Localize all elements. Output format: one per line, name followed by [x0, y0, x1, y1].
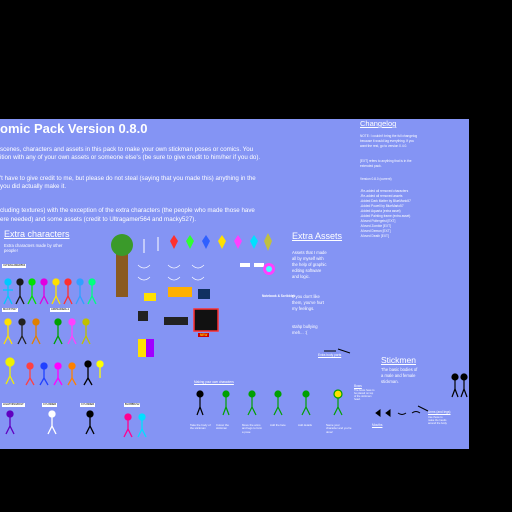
char-label-cylinder: CYLINDER	[80, 403, 96, 407]
changelog-note-3: want the rest, go to version 0.4.0.	[360, 144, 408, 148]
changelog-item: -Moved Demon [EXT]	[360, 229, 391, 233]
extra-assets-body-3: the help of graphic	[292, 262, 327, 267]
notebook-label: Notebook & Scribbles	[262, 294, 296, 298]
changelog-item: -Added Dark Matter by BlueMario57	[360, 199, 411, 203]
intro-line-2: ition with any of your own assets or som…	[0, 154, 261, 161]
credit-line-1: 't have to give credit to me, but please…	[0, 175, 256, 182]
step-1: Take the body of the stickman	[190, 423, 211, 431]
pirate-icon	[324, 348, 351, 354]
bows-and-mouths	[375, 405, 429, 417]
step-5: Add details	[298, 423, 312, 427]
making-characters-label: Making your own characters	[194, 380, 234, 384]
arms-note-2: make the hands	[428, 419, 447, 422]
changelog-note-1: NOTE: I couldn't bring the full changelo…	[360, 134, 418, 138]
extra-assets-heading: Extra Assets	[292, 231, 343, 241]
joke-line-1: stahp bullying	[292, 324, 318, 329]
changelog-item: -Re-added all removed assets	[360, 194, 403, 198]
changelog-item: -Added Painting frame (extra asset)	[360, 214, 411, 218]
changelog-item: -Added Aquaria (extra asset)	[360, 209, 401, 213]
changelog-item: -Moved Death [EXT]	[360, 234, 389, 238]
step-2: Colour the stickman	[216, 423, 229, 431]
pirate-line-3: my feelings.	[292, 306, 315, 311]
intro-line-1: scenes, characters and assets in this pa…	[0, 146, 254, 153]
extra-characters-subtitle: Extra characters made by other people!	[4, 243, 63, 254]
extra-characters-figures	[3, 278, 104, 435]
char-label-lightningbolt: LIGHTNINGBOLT	[2, 403, 25, 407]
changelog-ext-1: [EXT] refers to anything that is in the	[360, 159, 412, 163]
changelog-ext-2: extended pack.	[360, 164, 382, 168]
arms-note-1: Use these to	[428, 416, 443, 419]
changelog-item: -Added Powell by BlueMario57	[360, 204, 404, 208]
extra-assets-body-5: and logic.	[292, 274, 310, 279]
extras-note-2: be placed on top	[354, 392, 374, 395]
changelog-note-2: because it would lag everything. If you	[360, 139, 415, 143]
stickmen-body-3: stickman.	[381, 379, 399, 384]
stickmen-body-1: The basic bodies of	[381, 367, 418, 372]
page-title: omic Pack Version 0.8.0	[0, 121, 148, 136]
extra-body-parts-link[interactable]: Extra body parts	[318, 353, 342, 357]
pirate-line-2: them, you've hurt	[292, 300, 324, 305]
extra-assets-body-1: Assets that I made	[292, 250, 327, 255]
stickmen-body-2: a male and female	[381, 373, 416, 378]
character-steps-figures	[196, 389, 343, 416]
step-4: Add the face	[270, 423, 286, 427]
extra-characters-heading: Extra characters	[4, 229, 70, 239]
arms-note-3: around the body.	[428, 422, 448, 425]
arms-label: Arms (and legs)	[428, 410, 451, 414]
changelog-item: -Re-added all removed characters	[360, 189, 409, 193]
changelog-item: -Moved Poltergeist [EXT]	[360, 219, 396, 223]
base-stickmen	[451, 373, 468, 398]
blobbius-figures	[123, 413, 147, 438]
char-label-ultragamer: ULTRAGAMER564	[2, 264, 27, 268]
new-badge: NEW	[198, 333, 210, 337]
changelog-version: Version 0.8.0 (current)	[360, 177, 392, 181]
extra-assets-body-4: editing software	[292, 268, 322, 273]
extras-note-1: The bows have to	[354, 389, 375, 392]
mouths-label: Mouths	[372, 423, 383, 427]
textures-line-1: cluding textures) with the exception of …	[0, 207, 255, 214]
stickmen-heading: Stickmen	[381, 355, 416, 365]
char-label-blobbius: BLOBBIUS2	[124, 403, 141, 407]
joke-line-2: meh... :(	[292, 330, 308, 335]
changelog-heading: Changelog	[360, 119, 397, 128]
assets-collection	[111, 233, 275, 357]
char-label-macky: MACKY527	[2, 308, 18, 312]
extras-note-4: head.	[354, 398, 361, 401]
extras-label: Bows	[354, 384, 362, 388]
step-6: Name your character and you're done!	[326, 423, 352, 434]
char-label-cylinder-lbl: CYLINDER	[42, 403, 58, 407]
changelog-item: -Moved Zombie [EXT]	[360, 224, 391, 228]
credit-line-2: you did actually make it.	[0, 183, 67, 190]
extra-assets-body-2: all by myself with	[292, 256, 324, 261]
step-3: Move the arms and legs to form a pose	[242, 423, 263, 434]
char-label-arrsaider: ARRSAIDER+1	[50, 308, 71, 312]
comic-pack-canvas: omic Pack Version 0.8.0 scenes, characte…	[0, 119, 469, 449]
extras-note-3: of the stickman	[354, 395, 372, 398]
pirate-line-1: If you don't like	[292, 294, 320, 299]
textures-line-2: ere needed) and some assets (credit to U…	[0, 216, 197, 223]
